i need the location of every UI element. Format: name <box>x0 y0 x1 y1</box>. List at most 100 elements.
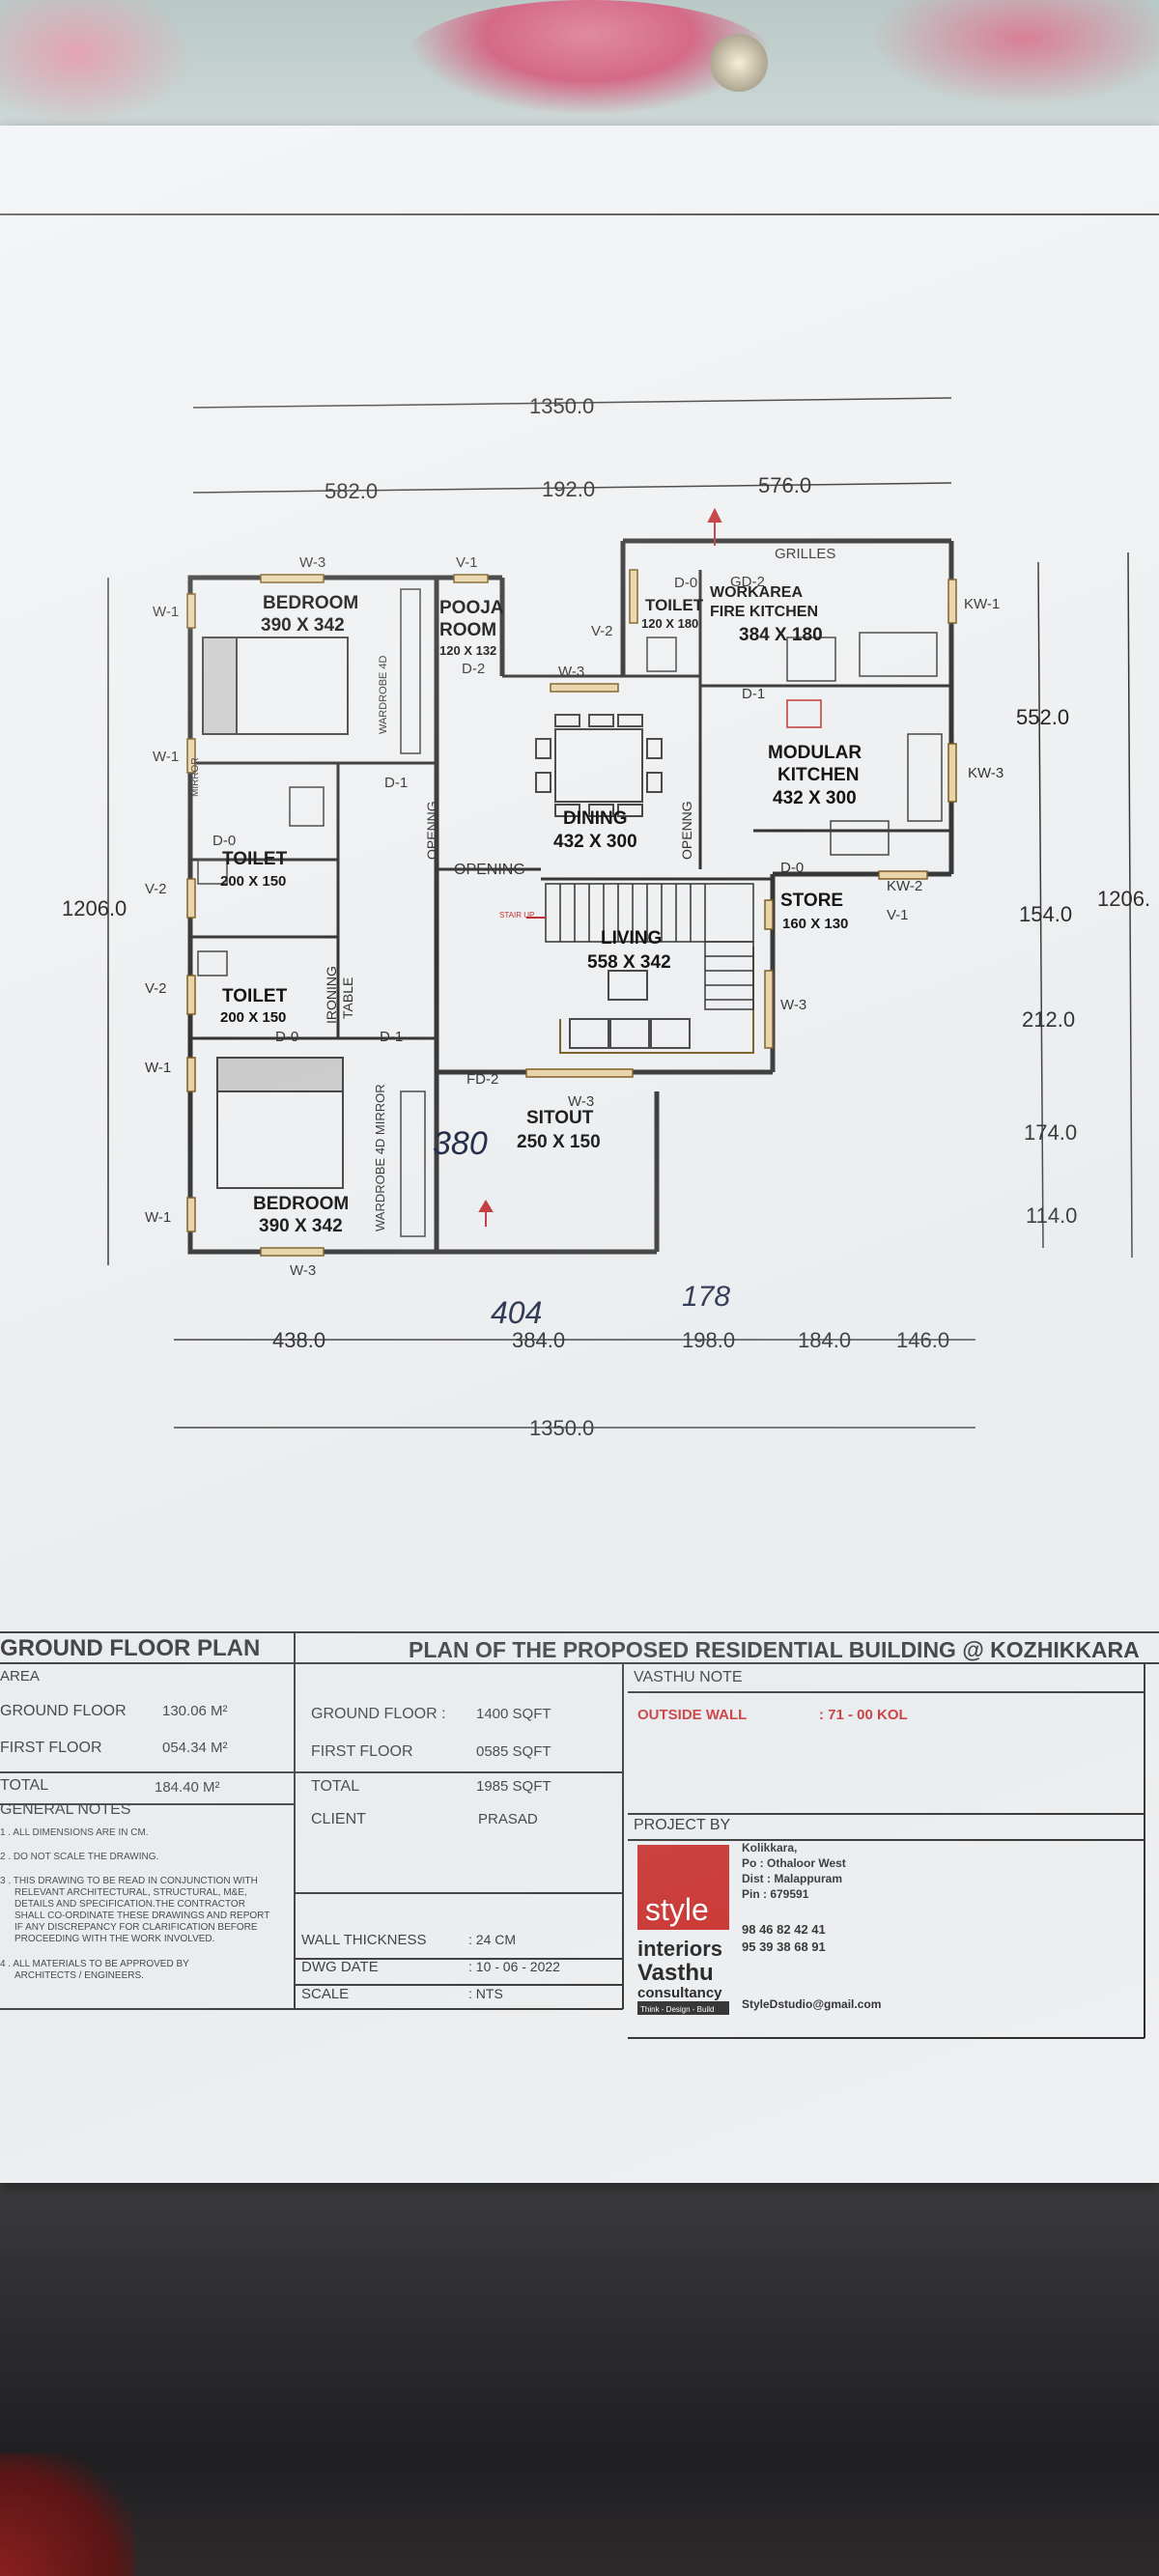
tag-wardrobe4d-mirror: WARDROBE 4D MIRROR <box>373 1084 387 1231</box>
tag-w1: W-1 <box>145 1060 171 1076</box>
room-toilet-top-name: TOILET <box>645 596 704 614</box>
general-notes-heading: GENERAL NOTES <box>0 1801 131 1818</box>
room-toilet2-size: 200 X 150 <box>220 1009 286 1026</box>
dim-top-seg1: 582.0 <box>325 479 378 503</box>
tag-w3: W-3 <box>299 554 325 571</box>
dim-bottom-seg5: 146.0 <box>896 1328 949 1352</box>
address-line: Po : Othaloor West <box>742 1856 846 1870</box>
tag-w3: W-3 <box>780 997 806 1013</box>
client-label: CLIENT <box>311 1811 366 1827</box>
title-block-frame <box>0 1631 1159 2039</box>
room-kitchen-name1: MODULAR <box>768 743 862 763</box>
tag-d0: D-0 <box>275 1029 298 1045</box>
handwritten-dimension: 380 <box>433 1125 488 1162</box>
tag-v2: V-2 <box>591 623 613 639</box>
note-3-line: IF ANY DISCREPANCY FOR CLARIFICATION BEF… <box>14 1922 258 1933</box>
drawing-sheet: 1350.0 582.0 192.0 576.0 1206.0 552.0 15… <box>0 126 1159 2183</box>
logo-vasthu-text: Vasthu <box>637 1960 714 1986</box>
gf-m2-value: 130.06 M² <box>162 1703 228 1719</box>
dim-left-total: 1206.0 <box>62 896 127 920</box>
room-workarea-name2: FIRE KITCHEN <box>710 604 818 620</box>
tag-w3: W-3 <box>568 1093 594 1110</box>
dim-bottom-seg3: 198.0 <box>682 1328 735 1352</box>
logo-tagline-text: Think - Design - Build <box>640 2005 714 2014</box>
dwg-date-label: DWG DATE <box>301 1959 379 1975</box>
room-workarea-size: 384 X 180 <box>739 625 823 645</box>
stair-up-arrow-icon <box>478 507 722 1227</box>
outside-wall-value: : 71 - 00 KOL <box>819 1707 908 1723</box>
dim-top-seg3: 576.0 <box>758 473 811 497</box>
room-pooja-name1: POOJA <box>439 598 504 618</box>
scale-value: : NTS <box>468 1986 503 2001</box>
phone-number: 98 46 82 42 41 <box>742 1922 826 1937</box>
tag-d0: D-0 <box>212 833 236 849</box>
client-value: PRASAD <box>478 1811 538 1827</box>
room-toilet-top-size: 120 X 180 <box>641 616 698 631</box>
total-sqft-label: TOTAL <box>311 1778 360 1795</box>
bed-icon <box>202 637 349 1189</box>
tag-w1: W-1 <box>145 1209 171 1226</box>
note-3-line: SHALL CO-ORDINATE THESE DRAWINGS AND REP… <box>14 1911 270 1921</box>
tag-fd2: FD-2 <box>466 1071 498 1088</box>
tag-v1: V-1 <box>887 907 909 923</box>
tag-table: TABLE <box>340 977 355 1019</box>
wall-thickness-label: WALL THICKNESS <box>301 1932 427 1948</box>
building-title: PLAN OF THE PROPOSED RESIDENTIAL BUILDIN… <box>409 1637 1140 1662</box>
tag-grilles: GRILLES <box>775 546 835 562</box>
total-sqft-value: 1985 SQFT <box>476 1778 551 1795</box>
tag-kw3: KW-3 <box>968 765 1004 781</box>
room-kitchen-size: 432 X 300 <box>773 788 857 808</box>
room-bedroom1-size: 390 X 342 <box>261 615 345 636</box>
dim-right-seg5: 114.0 <box>1026 1203 1077 1228</box>
tag-openng: OPENNG <box>679 801 694 860</box>
note-4-line: ARCHITECTS / ENGINEERS. <box>14 1970 144 1981</box>
address-line: Pin : 679591 <box>742 1887 809 1901</box>
tag-d0: D-0 <box>780 860 804 876</box>
tag-w3: W-3 <box>290 1262 316 1279</box>
handwritten-dimension: 404 <box>491 1295 542 1330</box>
dim-bottom-seg2: 384.0 <box>512 1328 565 1352</box>
area-heading: AREA <box>0 1668 40 1684</box>
logo-consultancy-text: consultancy <box>637 1985 722 2001</box>
tag-d1: D-1 <box>380 1029 403 1045</box>
dim-bottom-seg4: 184.0 <box>798 1328 851 1352</box>
toilet-fittings <box>197 637 677 977</box>
address-line: Dist : Malappuram <box>742 1872 843 1885</box>
room-store-size: 160 X 130 <box>782 916 848 932</box>
dining-table-icon <box>535 714 663 817</box>
dim-right-total: 1206. <box>1097 887 1150 911</box>
ff-sqft-label: FIRST FLOOR <box>311 1743 413 1760</box>
room-sitout-size: 250 X 150 <box>517 1132 601 1152</box>
total-m2-label: TOTAL <box>0 1777 49 1794</box>
floor-plan-drawing: 1350.0 582.0 192.0 576.0 1206.0 552.0 15… <box>0 213 1159 2039</box>
wall-thickness-value: : 24 CM <box>468 1932 517 1947</box>
gf-sqft-label: GROUND FLOOR : <box>311 1706 446 1722</box>
dim-top-total: 1350.0 <box>529 394 594 418</box>
style-interiors-logo: style interiors Vasthu consultancy Think… <box>637 1845 729 2015</box>
note-3-line: 3 . THIS DRAWING TO BE READ IN CONJUNCTI… <box>0 1876 258 1886</box>
dim-bottom-total: 1350.0 <box>529 1416 594 1440</box>
flower-center <box>710 34 768 92</box>
tag-w3: W-3 <box>558 664 584 680</box>
tag-stair-up: STAIR UP <box>499 911 534 920</box>
ff-sqft-value: 0585 SQFT <box>476 1743 551 1760</box>
room-pooja-name2: ROOM <box>439 620 496 640</box>
note-3-line: RELEVANT ARCHITECTURAL, STRUCTURAL, M&E, <box>14 1887 247 1898</box>
tag-d2: D-2 <box>462 661 485 677</box>
logo-interiors-text: interiors <box>637 1937 722 1961</box>
email-address: StyleDstudio@gmail.com <box>742 1997 882 2011</box>
tag-kw1: KW-1 <box>964 596 1000 612</box>
tag-kw2: KW-2 <box>887 878 922 894</box>
tag-mirror: MIRROR <box>190 757 201 797</box>
note-3-line: DETAILS AND SPECIFICATION.THE CONTRACTOR <box>14 1899 245 1910</box>
tag-wardrobe4d: WARDROBE 4D <box>378 655 389 734</box>
dimension-line <box>1037 561 1044 1249</box>
dimension-line <box>192 482 952 494</box>
dimension-line <box>1127 552 1133 1259</box>
tag-opening: OPENING <box>454 862 525 878</box>
tag-v2: V-2 <box>145 881 167 897</box>
phone-number: 95 39 38 68 91 <box>742 1939 826 1954</box>
red-object <box>0 2453 135 2576</box>
interior-walls <box>190 570 951 1252</box>
tag-w1: W-1 <box>153 604 179 620</box>
